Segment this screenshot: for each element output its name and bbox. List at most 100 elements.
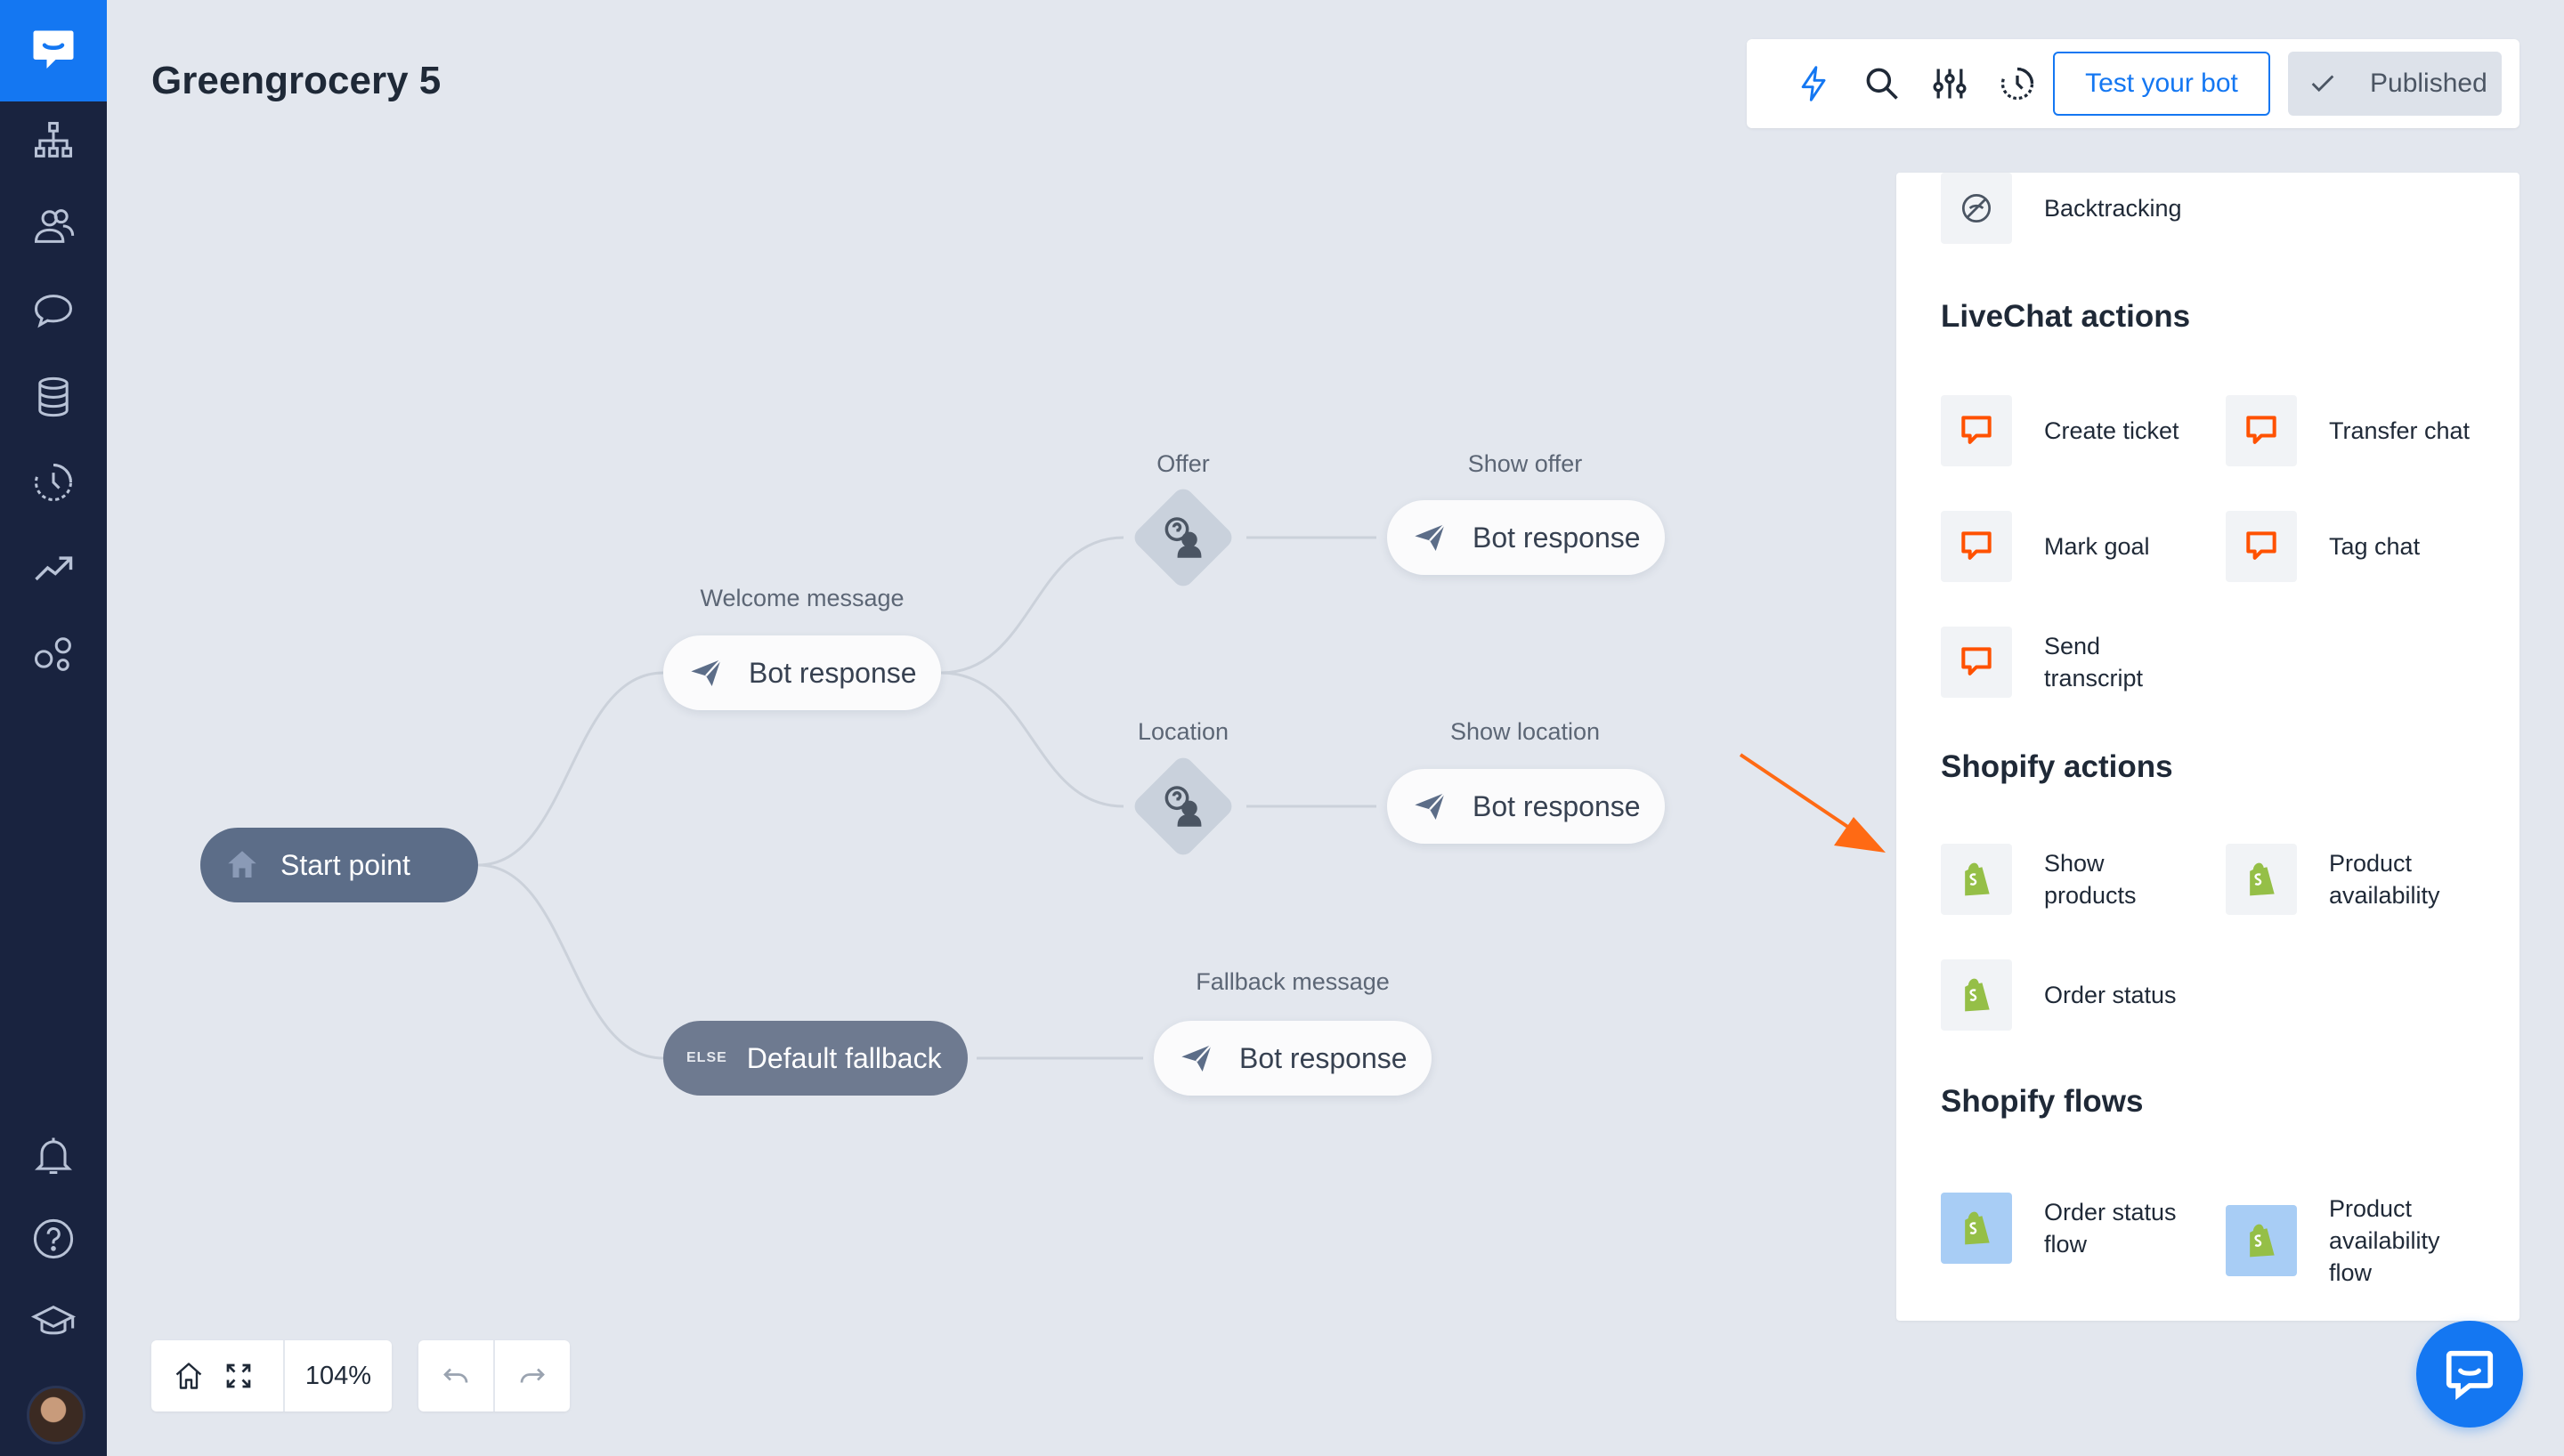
help-icon[interactable] (0, 1196, 107, 1282)
show-location-title: Show location (1449, 718, 1601, 745)
zoom-controls: 104% (151, 1340, 392, 1412)
backtracking-label: Backtracking (2044, 195, 2182, 222)
chatbot-logo-icon[interactable] (0, 0, 107, 101)
fallback-bot-response-node[interactable]: Bot response (1154, 1021, 1432, 1096)
zoom-value: 104% (304, 1361, 372, 1390)
actions-panel: Backtracking LiveChat actions Create tic… (1896, 173, 2519, 1321)
welcome-message-title: Welcome message (700, 585, 905, 611)
chat-widget-button[interactable] (2416, 1321, 2523, 1428)
published-label: Published (2370, 69, 2487, 98)
zoom-level[interactable]: 104% (285, 1340, 392, 1412)
order-status-flow-label: Order status flow (2044, 1199, 2177, 1258)
published-button[interactable]: Published (2288, 52, 2502, 116)
product-availability-flow-label: Product availability flow (2329, 1195, 2440, 1286)
history-controls (418, 1340, 570, 1412)
lightning-icon[interactable] (1793, 62, 1836, 105)
divider (493, 1340, 495, 1412)
arrow-annotation (1739, 753, 1886, 853)
shopify-bag-icon (1941, 959, 2012, 1031)
default-fallback-node[interactable]: ELSE Default fallback (663, 1021, 968, 1096)
livechat-icon (1941, 511, 2012, 582)
paper-plane-icon (1415, 523, 1446, 551)
order-status-tile[interactable]: Order status (1941, 959, 2187, 1031)
order-status-flow-tile[interactable]: Order status flow (1941, 1193, 2187, 1264)
chat-bubble-icon[interactable] (0, 269, 107, 354)
show-location-bot-response-label: Bot response (1473, 789, 1641, 822)
livechat-actions-title: LiveChat actions (1941, 299, 2191, 334)
backtracking-icon (1941, 173, 2012, 244)
location-title: Location (1137, 718, 1229, 745)
shopify-flows-title: Shopify flows (1941, 1084, 2144, 1119)
mark-goal-label: Mark goal (2044, 533, 2150, 560)
home-icon (228, 851, 256, 878)
offer-title: Offer (1156, 450, 1210, 477)
order-status-label: Order status (2044, 982, 2177, 1008)
shopify-bag-icon (2226, 1205, 2297, 1276)
create-ticket-label: Create ticket (2044, 417, 2179, 444)
transfer-chat-tile[interactable]: Transfer chat (2226, 395, 2471, 466)
livechat-icon (1941, 627, 2012, 698)
home-icon[interactable] (151, 1340, 226, 1412)
user-question-icon (1164, 517, 1202, 558)
shopify-bag-icon (2226, 844, 2297, 915)
send-transcript-label: Send transcript (2044, 633, 2144, 692)
sitemap-icon[interactable] (0, 98, 107, 183)
shopify-bag-icon (1941, 1193, 2012, 1264)
tag-chat-label: Tag chat (2329, 533, 2421, 560)
product-availability-tile[interactable]: Product availability (2226, 844, 2471, 915)
integrations-icon[interactable] (0, 611, 107, 696)
check-icon (2311, 75, 2334, 93)
users-icon[interactable] (0, 183, 107, 269)
show-location-bot-response-node[interactable]: Bot response (1387, 769, 1665, 844)
history-icon[interactable] (1996, 62, 2039, 105)
chat-icon (2446, 1350, 2494, 1401)
show-products-label: Show products (2044, 850, 2137, 909)
graduation-cap-icon[interactable] (0, 1280, 107, 1365)
livechat-icon (2226, 511, 2297, 582)
welcome-bot-response-label: Bot response (749, 656, 917, 689)
fit-screen-icon[interactable] (205, 1340, 272, 1412)
default-fallback-label: Default fallback (746, 1041, 942, 1074)
product-availability-label: Product availability (2329, 850, 2440, 909)
shopify-actions-title: Shopify actions (1941, 749, 2173, 784)
sliders-icon[interactable] (1928, 62, 1971, 105)
transfer-chat-label: Transfer chat (2329, 417, 2471, 444)
show-products-tile[interactable]: Show products (1941, 844, 2169, 915)
show-offer-title: Show offer (1467, 450, 1583, 477)
avatar[interactable] (27, 1386, 85, 1444)
search-icon[interactable] (1861, 62, 1903, 105)
livechat-icon (2226, 395, 2297, 466)
test-your-bot-button[interactable]: Test your bot (2053, 52, 2270, 116)
else-tag: ELSE (686, 1050, 727, 1065)
shopify-bag-icon (1941, 844, 2012, 915)
page-title: Greengrocery 5 (151, 59, 442, 102)
send-transcript-tile[interactable]: Send transcript (1941, 627, 2169, 698)
tag-chat-tile[interactable]: Tag chat (2226, 511, 2471, 582)
show-offer-bot-response-label: Bot response (1473, 521, 1641, 554)
toolbar: Test your bot Published (1747, 39, 2519, 128)
trending-up-icon[interactable] (0, 525, 107, 611)
show-offer-bot-response-node[interactable]: Bot response (1387, 500, 1665, 575)
welcome-bot-response-node[interactable]: Bot response (663, 635, 941, 710)
user-question-icon (1164, 786, 1202, 827)
bell-icon[interactable] (0, 1112, 107, 1198)
database-icon[interactable] (0, 354, 107, 440)
fallback-message-title: Fallback message (1196, 968, 1390, 995)
divider (283, 1340, 285, 1412)
undo-icon[interactable] (418, 1340, 493, 1412)
paper-plane-icon (1181, 1044, 1213, 1072)
sidebar (0, 0, 107, 1456)
history-icon[interactable] (0, 440, 107, 525)
mark-goal-tile[interactable]: Mark goal (1941, 511, 2187, 582)
paper-plane-icon (1415, 792, 1446, 820)
livechat-icon (1941, 395, 2012, 466)
start-point-label: Start point (280, 848, 410, 881)
backtracking-tile[interactable]: Backtracking (1941, 173, 2187, 244)
start-point-node[interactable]: Start point (200, 828, 478, 902)
redo-icon[interactable] (495, 1340, 570, 1412)
create-ticket-tile[interactable]: Create ticket (1941, 395, 2187, 466)
product-availability-flow-tile[interactable]: Product availability flow (2226, 1193, 2471, 1289)
fallback-bot-response-label: Bot response (1239, 1041, 1408, 1074)
paper-plane-icon (691, 659, 722, 686)
